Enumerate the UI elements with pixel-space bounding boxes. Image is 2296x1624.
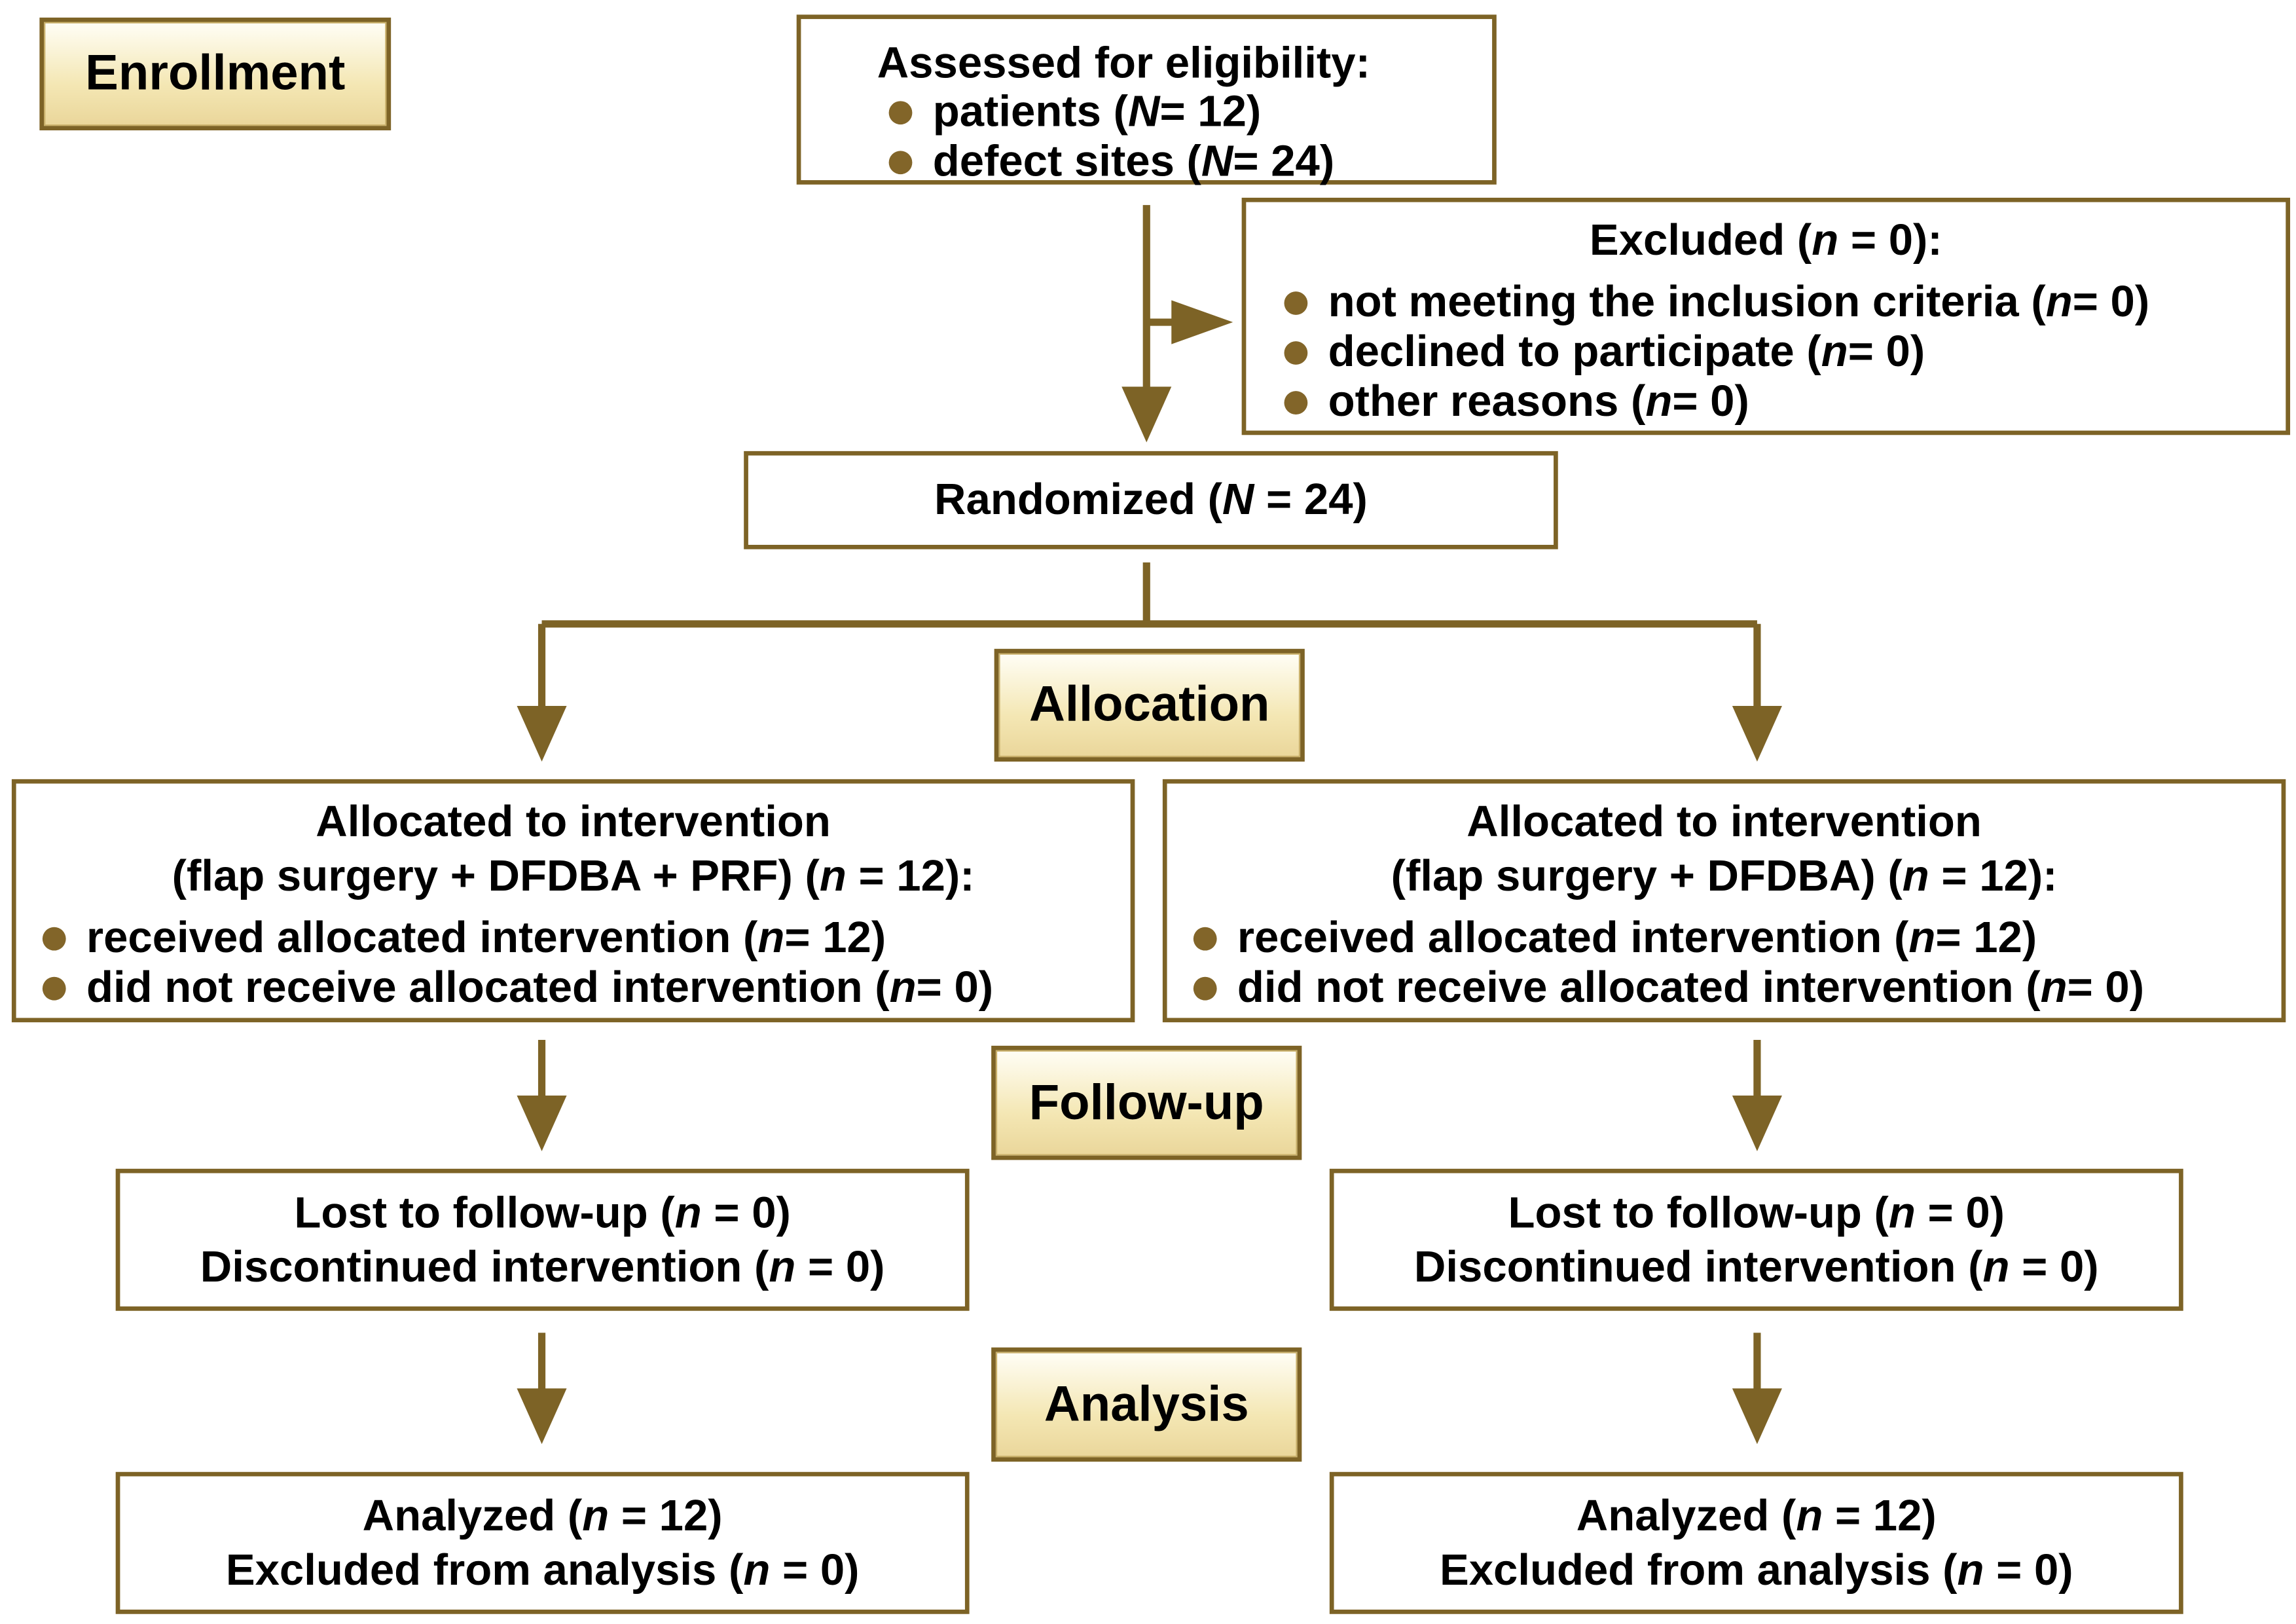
follow-up-box-arm-2: Lost to follow-up (n = 0) Discontinued i… — [1329, 1168, 2183, 1311]
arrowhead-down-right-analysis — [1732, 1388, 1782, 1445]
excluded-item: other reasons (n = 0) — [1284, 378, 1749, 428]
arrowhead-down-right-allocation — [1732, 706, 1782, 762]
bullet-icon — [1284, 341, 1308, 365]
bullet-icon — [1193, 927, 1217, 951]
allocation-subtitle: (flap surgery + DFDBA) (n = 12): — [1391, 852, 2058, 901]
arrowhead-right-excluded — [1171, 300, 1233, 344]
excluded-from-analysis: Excluded from analysis (n = 0) — [1439, 1545, 2073, 1595]
arrowhead-down-left-allocation — [517, 706, 567, 762]
bullet-icon — [1284, 391, 1308, 415]
discontinued-intervention: Discontinued intervention (n = 0) — [1413, 1242, 2099, 1291]
excluded-title: Excluded (n = 0): — [1589, 217, 1942, 265]
bullet-icon — [1193, 976, 1217, 1001]
eligibility-defect-sites: defect sites (N = 24) — [888, 138, 1334, 187]
follow-up-box-arm-1: Lost to follow-up (n = 0) Discontinued i… — [115, 1168, 970, 1311]
bullet-icon — [888, 101, 913, 125]
arrowhead-down-left-analysis — [517, 1388, 567, 1445]
allocation-title: Allocated to intervention — [316, 798, 831, 847]
allocation-received: received allocated intervention (n = 12) — [42, 914, 886, 964]
bullet-icon — [42, 927, 66, 951]
lost-to-follow-up: Lost to follow-up (n = 0) — [1508, 1189, 2005, 1237]
allocation-box-arm-1: Allocated to intervention (flap surgery … — [11, 779, 1135, 1023]
excluded-box: Excluded (n = 0): not meeting the inclus… — [1241, 197, 2291, 435]
analyzed-count: Analyzed (n = 12) — [1576, 1491, 1937, 1540]
randomized-label: Randomized (N = 24) — [934, 475, 1368, 525]
stage-label-enrollment: Enrollment — [39, 17, 392, 131]
allocation-not-received: did not receive allocated intervention (… — [1193, 964, 2144, 1014]
arrowhead-down-randomized — [1121, 386, 1172, 443]
analysis-box-arm-1: Analyzed (n = 12) Excluded from analysis… — [115, 1471, 970, 1614]
eligibility-title: Assessed for eligibility: — [877, 39, 1370, 88]
allocation-subtitle: (flap surgery + DFDBA + PRF) (n = 12): — [172, 852, 975, 901]
stage-label-allocation: Allocation — [994, 648, 1305, 762]
randomized-box: Randomized (N = 24) — [744, 451, 1558, 549]
allocation-not-received: did not receive allocated intervention (… — [42, 964, 993, 1014]
excluded-from-analysis: Excluded from analysis (n = 0) — [225, 1545, 860, 1595]
bullet-icon — [1284, 291, 1308, 315]
lost-to-follow-up: Lost to follow-up (n = 0) — [294, 1189, 791, 1237]
analysis-box-arm-2: Analyzed (n = 12) Excluded from analysis… — [1329, 1471, 2183, 1614]
analyzed-count: Analyzed (n = 12) — [362, 1491, 723, 1540]
arrowhead-down-right-followup — [1732, 1095, 1782, 1151]
stage-label-follow-up: Follow-up — [991, 1045, 1302, 1160]
allocation-box-arm-2: Allocated to intervention (flap surgery … — [1162, 779, 2286, 1023]
excluded-item: declined to participate (n = 0) — [1284, 328, 1925, 378]
bullet-icon — [42, 976, 66, 1001]
arrowhead-down-left-followup — [517, 1095, 567, 1151]
stage-label-analysis: Analysis — [991, 1347, 1302, 1462]
discontinued-intervention: Discontinued intervention (n = 0) — [200, 1242, 885, 1291]
eligibility-patients: patients (N = 12) — [888, 88, 1261, 138]
eligibility-box: Assessed for eligibility: patients (N = … — [796, 14, 1497, 187]
allocation-title: Allocated to intervention — [1467, 798, 1982, 847]
excluded-item: not meeting the inclusion criteria (n = … — [1284, 278, 2149, 328]
bullet-icon — [888, 151, 913, 175]
allocation-received: received allocated intervention (n = 12) — [1193, 914, 2037, 964]
